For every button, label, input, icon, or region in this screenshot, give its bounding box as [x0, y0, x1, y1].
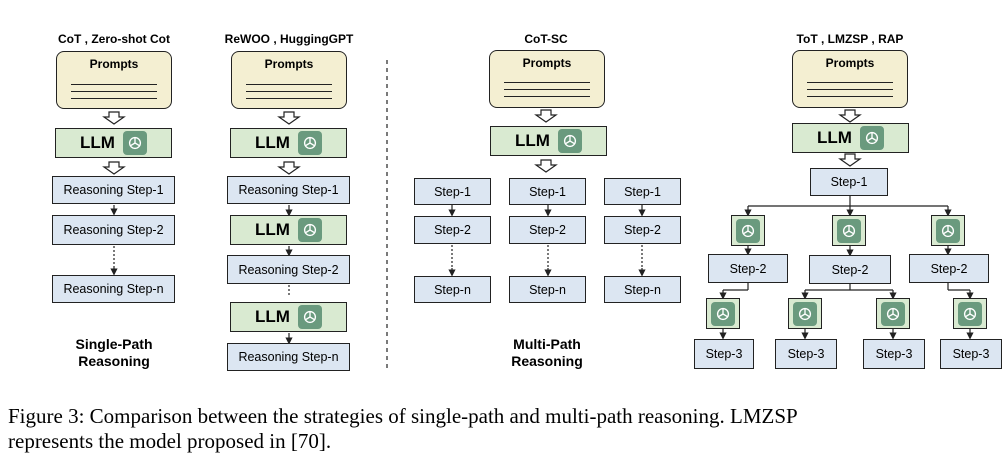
hollow-down-arrow-icon: [535, 109, 557, 123]
chatgpt-logo-icon: [793, 301, 817, 326]
figure-caption-line2: represents the model proposed in [70].: [8, 429, 332, 453]
chatgpt-logo-icon: [936, 218, 960, 243]
hollow-down-arrow-icon: [278, 161, 300, 175]
hollow-down-arrow-icon: [535, 159, 557, 173]
prompt-line: [807, 89, 893, 90]
prompt-line: [504, 82, 590, 83]
step-n: Step-n: [604, 276, 681, 303]
prompt-line: [807, 82, 893, 83]
chatgpt-logo-icon: [122, 131, 147, 155]
llm-icon-node: [731, 215, 765, 246]
chatgpt-logo-icon: [711, 301, 735, 326]
single-path-line1: Single-Path: [75, 336, 153, 352]
chatgpt-logo-icon: [837, 218, 861, 243]
header-rewoo: ReWOO , HuggingGPT: [224, 32, 354, 46]
reasoning-step-1: Reasoning Step-1: [227, 176, 350, 204]
prompt-line: [71, 98, 157, 99]
single-path-line2: Reasoning: [78, 353, 150, 369]
prompt-box: Prompts: [56, 51, 172, 109]
prompt-label: Prompts: [89, 57, 139, 71]
step-1: Step-1: [604, 178, 681, 205]
chatgpt-logo-icon: [859, 126, 884, 150]
prompt-box: Prompts: [489, 50, 605, 108]
single-path-label: Single-Path Reasoning: [44, 336, 184, 370]
reasoning-step-n: Reasoning Step-n: [52, 275, 175, 303]
llm-icon-node: [832, 215, 866, 246]
llm-box: LLM: [490, 126, 607, 156]
multi-path-line2: Reasoning: [511, 353, 583, 369]
llm-box: LLM: [230, 302, 347, 332]
step-2: Step-2: [414, 216, 491, 244]
step-3: Step-3: [775, 339, 837, 369]
reasoning-step-2: Reasoning Step-2: [52, 215, 175, 245]
llm-label: LLM: [817, 128, 852, 147]
hollow-down-arrow-icon: [278, 111, 300, 125]
prompt-line: [504, 89, 590, 90]
prompt-label: Prompts: [264, 57, 314, 71]
llm-icon-node: [788, 298, 822, 329]
header-cot: CoT , Zero-shot Cot: [58, 32, 170, 46]
reasoning-step-n: Reasoning Step-n: [227, 343, 350, 371]
header-cot-sc: CoT-SC: [524, 32, 568, 46]
llm-icon-node: [931, 215, 965, 246]
prompt-line: [504, 96, 590, 97]
figure-caption-line1: Figure 3: Comparison between the strateg…: [8, 404, 798, 428]
llm-label: LLM: [255, 307, 290, 326]
prompt-line: [71, 84, 157, 85]
llm-icon-node: [876, 298, 910, 329]
step-3: Step-3: [694, 339, 754, 369]
prompt-line: [246, 91, 332, 92]
step-1: Step-1: [414, 178, 491, 205]
prompt-box: Prompts: [792, 50, 908, 108]
llm-label: LLM: [80, 133, 115, 152]
chatgpt-logo-icon: [881, 301, 905, 326]
step-2: Step-2: [708, 254, 788, 283]
llm-label: LLM: [255, 133, 290, 152]
step-2: Step-2: [909, 254, 989, 283]
step-1: Step-1: [509, 178, 586, 205]
chatgpt-logo-icon: [958, 301, 982, 326]
step-2: Step-2: [509, 216, 586, 244]
prompt-label: Prompts: [522, 56, 572, 70]
llm-box: LLM: [230, 128, 347, 158]
prompt-line: [246, 98, 332, 99]
step-n: Step-n: [509, 276, 586, 303]
llm-icon-node: [706, 298, 740, 329]
chatgpt-logo-icon: [736, 218, 760, 243]
prompt-line: [807, 96, 893, 97]
hollow-down-arrow-icon: [103, 111, 125, 125]
step-n: Step-n: [414, 276, 491, 303]
llm-label: LLM: [255, 220, 290, 239]
hollow-down-arrow-icon: [839, 153, 861, 167]
chatgpt-logo-icon: [557, 129, 582, 153]
header-tot: ToT , LMZSP , RAP: [796, 32, 904, 46]
step-3: Step-3: [940, 339, 1002, 369]
chatgpt-logo-icon: [297, 305, 322, 329]
figure-caption: Figure 3: Comparison between the strateg…: [8, 404, 1003, 454]
llm-icon-node: [953, 298, 987, 329]
llm-box: LLM: [55, 128, 172, 158]
llm-box: LLM: [230, 215, 347, 245]
step-1: Step-1: [810, 168, 888, 196]
reasoning-step-1: Reasoning Step-1: [52, 176, 175, 204]
llm-box: LLM: [792, 123, 909, 153]
step-2: Step-2: [604, 216, 681, 244]
prompt-label: Prompts: [825, 56, 875, 70]
step-3: Step-3: [863, 339, 925, 369]
prompt-box: Prompts: [231, 51, 347, 109]
llm-label: LLM: [515, 131, 550, 150]
hollow-down-arrow-icon: [103, 161, 125, 175]
step-2: Step-2: [809, 255, 891, 284]
multi-path-label: Multi-Path Reasoning: [477, 336, 617, 370]
multi-path-line1: Multi-Path: [513, 336, 581, 352]
hollow-down-arrow-icon: [839, 109, 861, 123]
chatgpt-logo-icon: [297, 218, 322, 242]
prompt-line: [246, 84, 332, 85]
reasoning-step-2: Reasoning Step-2: [227, 255, 350, 284]
chatgpt-logo-icon: [297, 131, 322, 155]
prompt-line: [71, 91, 157, 92]
